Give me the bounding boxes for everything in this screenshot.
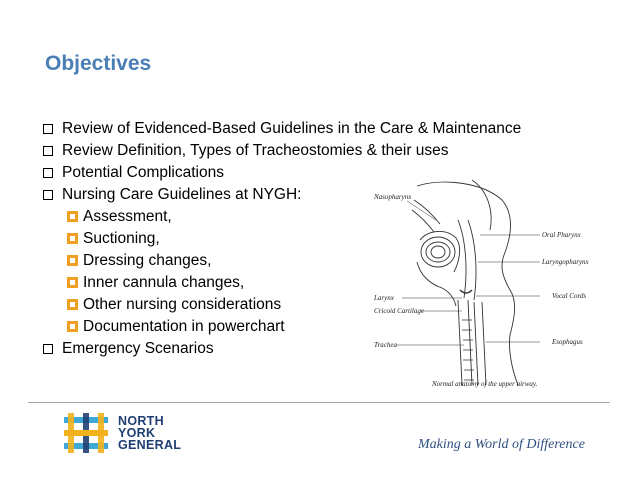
label-oral-pharynx: Oral Pharynx — [542, 231, 581, 239]
label-laryngopharynx: Laryngopharynx — [542, 258, 589, 266]
square-bullet-icon — [67, 255, 78, 266]
bullet-item: Review Definition, Types of Tracheostomi… — [43, 142, 449, 160]
bullet-text: Review of Evidenced-Based Guidelines in … — [62, 120, 522, 137]
label-esophagus: Esophagus — [552, 338, 583, 346]
label-larynx: Larynx — [374, 294, 394, 302]
sub-bullet-item: Assessment, — [67, 208, 172, 226]
sub-bullet-text: Documentation in powerchart — [83, 318, 285, 335]
square-bullet-icon — [67, 277, 78, 288]
bullet-item: Review of Evidenced-Based Guidelines in … — [43, 120, 521, 138]
bullet-item: Potential Complications — [43, 164, 224, 182]
checkbox-bullet-icon — [43, 146, 53, 156]
bullet-text: Nursing Care Guidelines at NYGH: — [62, 186, 302, 203]
footer-divider — [28, 402, 610, 403]
label-cricoid-cartilage: Cricoid Cartilage — [374, 307, 424, 315]
checkbox-bullet-icon — [43, 168, 53, 178]
square-bullet-icon — [67, 299, 78, 310]
sub-bullet-item: Suctioning, — [67, 230, 160, 248]
sub-bullet-item: Other nursing considerations — [67, 296, 281, 314]
logo-wordmark: NORTH YORK GENERAL — [118, 414, 182, 452]
sub-bullet-item: Documentation in powerchart — [67, 318, 285, 336]
label-vocal-cords: Vocal Cords — [552, 292, 587, 300]
slide-title: Objectives — [45, 52, 152, 75]
sub-bullet-text: Suctioning, — [83, 230, 160, 247]
sub-bullet-text: Dressing changes, — [83, 252, 212, 269]
bullet-text: Review Definition, Types of Tracheostomi… — [62, 142, 449, 159]
square-bullet-icon — [67, 211, 78, 222]
sub-bullet-item: Inner cannula changes, — [67, 274, 244, 292]
logo-line-york: YORK — [118, 426, 156, 440]
sub-bullet-item: Dressing changes, — [67, 252, 211, 270]
airway-illustration — [396, 180, 540, 386]
diagram-caption: Normal anatomy of the upper airway. — [432, 380, 538, 388]
square-bullet-icon — [67, 321, 78, 332]
north-york-general-logo-icon — [62, 413, 110, 453]
bullet-item: Nursing Care Guidelines at NYGH: — [43, 186, 302, 204]
sub-bullet-text: Inner cannula changes, — [83, 274, 245, 291]
checkbox-bullet-icon — [43, 190, 53, 200]
logo-line-north: NORTH — [118, 414, 164, 428]
square-bullet-icon — [67, 233, 78, 244]
checkbox-bullet-icon — [43, 344, 53, 354]
logo-line-general: GENERAL — [118, 438, 182, 452]
bullet-text: Emergency Scenarios — [62, 340, 214, 357]
sub-bullet-text: Assessment, — [83, 208, 172, 225]
sub-bullet-text: Other nursing considerations — [83, 296, 282, 313]
footer-tagline: Making a World of Difference — [418, 437, 585, 452]
label-nasopharynx: Nasopharynx — [374, 193, 412, 201]
bullet-text: Potential Complications — [62, 164, 224, 181]
bullet-item: Emergency Scenarios — [43, 340, 214, 358]
airway-anatomy-diagram: Nasopharynx Oral Pharynx Laryngopharynx … — [362, 180, 597, 395]
checkbox-bullet-icon — [43, 124, 53, 134]
label-trachea: Trachea — [374, 341, 397, 349]
